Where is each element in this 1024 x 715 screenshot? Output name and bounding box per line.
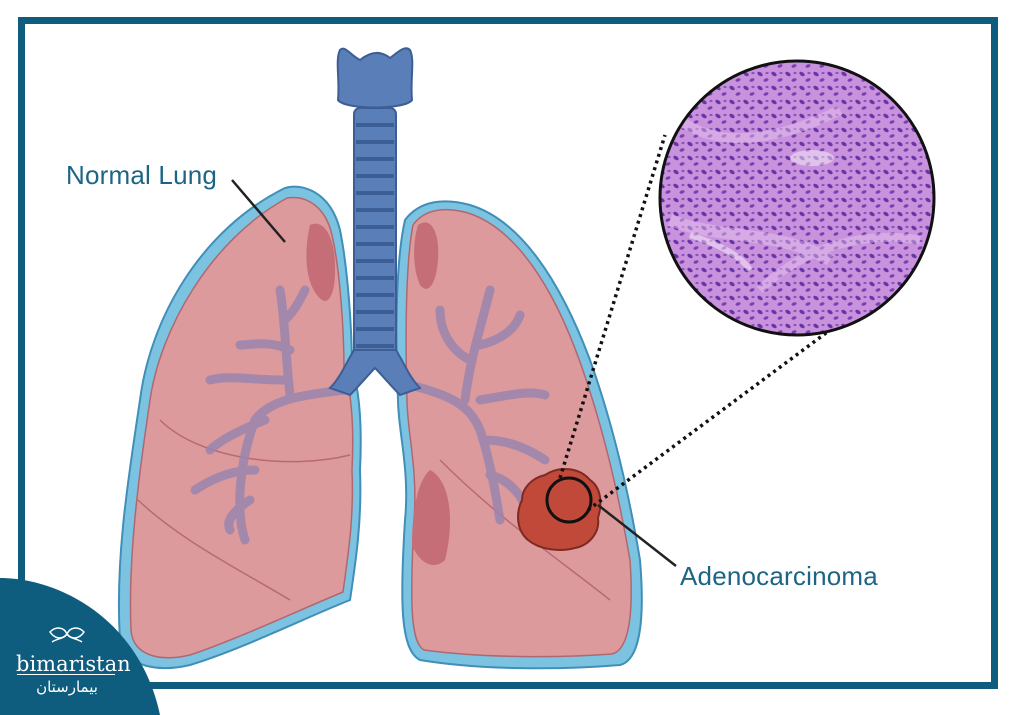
logo-divider bbox=[17, 674, 115, 675]
normal-lung-label: Normal Lung bbox=[66, 160, 218, 190]
logo-arabic-wordmark: بيمارستان bbox=[36, 678, 98, 696]
logo-wordmark: bimaristan bbox=[16, 652, 131, 676]
histology-inset bbox=[658, 59, 936, 337]
butterfly-leaf-icon bbox=[49, 627, 85, 643]
trachea bbox=[328, 47, 422, 397]
diagram-frame bbox=[18, 17, 998, 689]
adenocarcinoma-label: Adenocarcinoma bbox=[680, 561, 878, 591]
adenocarcinoma-leader-line bbox=[597, 504, 677, 567]
logo-badge bbox=[0, 578, 160, 715]
right-lung bbox=[395, 200, 643, 670]
tumor bbox=[517, 468, 602, 551]
left-lung bbox=[117, 185, 362, 669]
normal-lung-leader-line bbox=[231, 179, 286, 243]
